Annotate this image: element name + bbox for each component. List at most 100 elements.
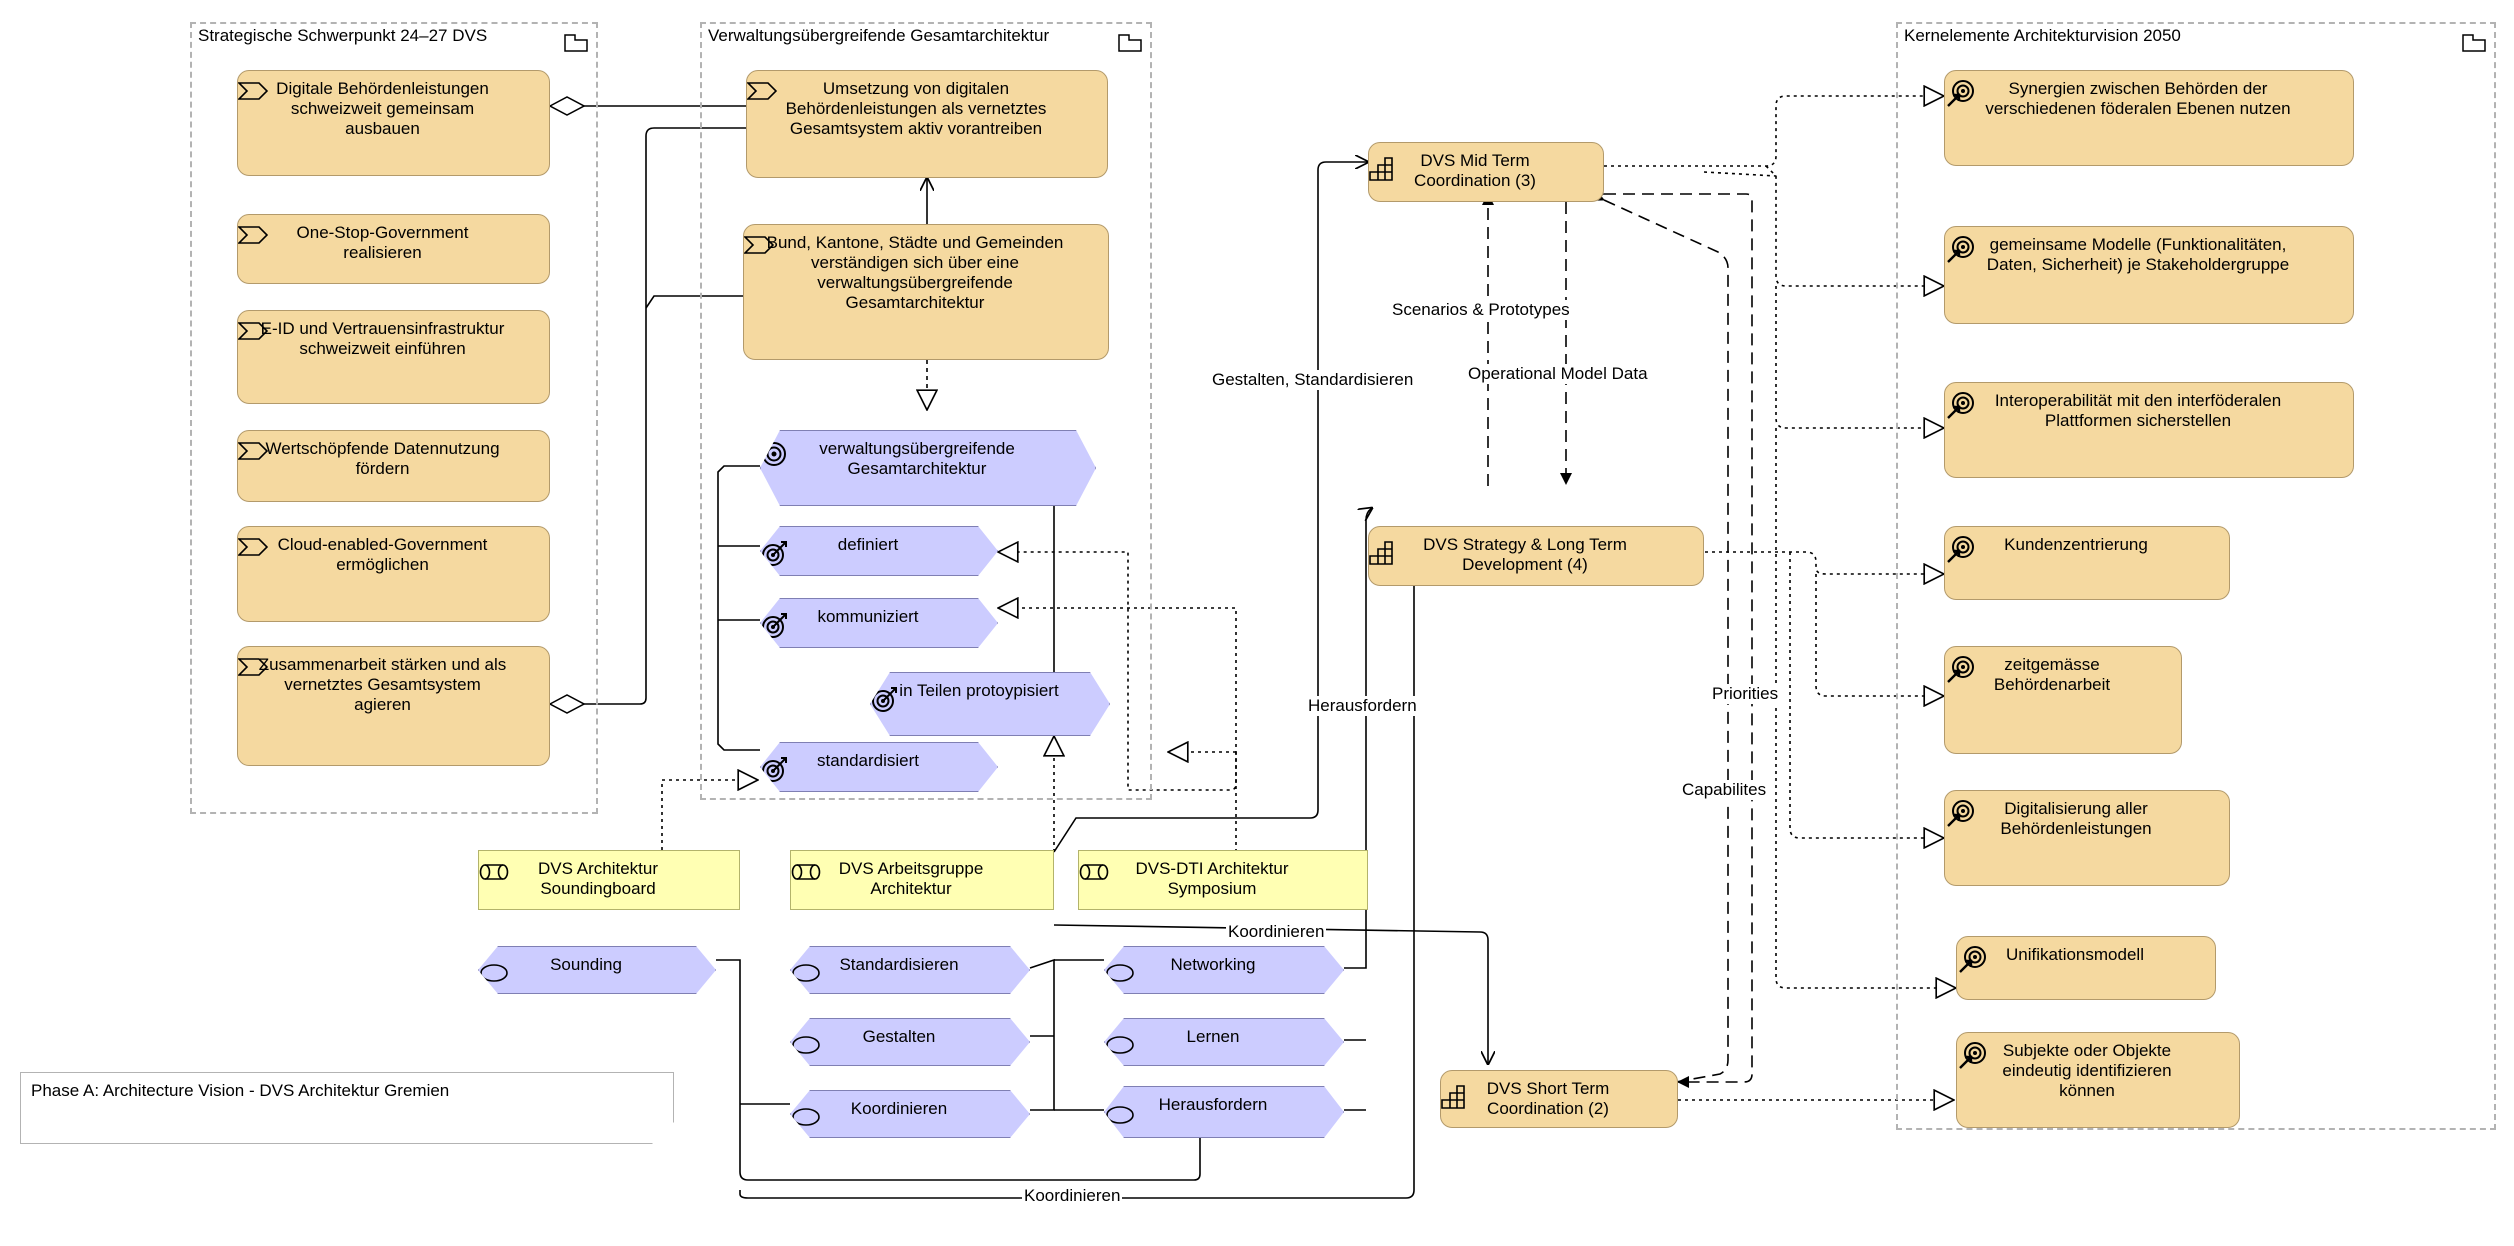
strategy-daten-label: Wertschöpfende Datennutzung fördern xyxy=(265,439,500,478)
strategy-cloud[interactable]: Cloud-enabled-Government ermöglichen xyxy=(237,526,550,622)
strategy-cloud-label: Cloud-enabled-Government ermöglichen xyxy=(277,535,488,574)
outcome-definiert-label: definiert xyxy=(837,535,899,554)
group-strategic: Strategische Schwerpunkt 24–27 DVS xyxy=(190,22,598,814)
kernel-digitalisierung[interactable]: Digitalisierung aller Behördenleistungen xyxy=(1944,790,2230,886)
capability-strategy[interactable]: DVS Strategy & Long Term Development (4) xyxy=(1368,526,1704,586)
edge-ag-links xyxy=(1054,959,1104,1111)
edge-label-capabilities: Capabilites xyxy=(1680,780,1769,800)
oval-icon xyxy=(791,1035,821,1055)
oval-icon xyxy=(479,963,509,983)
role-arbeitsgruppe[interactable]: DVS Arbeitsgruppe Architektur xyxy=(790,850,1054,910)
steps-icon xyxy=(1369,541,1393,565)
chevron-icon xyxy=(747,82,777,100)
service-koordinieren-label: Koordinieren xyxy=(850,1099,948,1118)
capability-short-term[interactable]: DVS Short Term Coordination (2) xyxy=(1440,1070,1678,1128)
kernel-subjekte[interactable]: Subjekte oder Objekte eindeutig identifi… xyxy=(1956,1032,2240,1128)
service-koordinieren[interactable]: Koordinieren xyxy=(790,1090,1030,1138)
kernel-interop-label: Interoperabilität mit den interföderalen… xyxy=(1994,391,2282,430)
kernel-unifikation[interactable]: Unifikationsmodell xyxy=(1956,936,2216,1000)
group-kernel: Kernelemente Architekturvision 2050 xyxy=(1896,22,2496,1130)
oval-icon xyxy=(791,1107,821,1127)
strategy-onestop-label: One-Stop-Government realisieren xyxy=(296,223,469,262)
outcome-icon xyxy=(1959,946,1986,973)
service-gestalten[interactable]: Gestalten xyxy=(790,1018,1030,1066)
kernel-synergien-label: Synergien zwischen Behörden der verschie… xyxy=(1985,79,2291,118)
edge-mid-modelle xyxy=(1765,165,1944,286)
kernel-modelle[interactable]: gemeinsame Modelle (Funktionalitäten, Da… xyxy=(1944,226,2354,324)
phase-note: Phase A: Architecture Vision - DVS Archi… xyxy=(20,1072,674,1144)
outcome-standardisiert[interactable]: standardisiert xyxy=(760,742,998,792)
capability-mid-term[interactable]: DVS Mid Term Coordination (3) xyxy=(1368,142,1604,202)
service-gestalten-label: Gestalten xyxy=(862,1027,936,1046)
edge-ag-services xyxy=(1029,958,1055,1111)
goal-gesamtarchitektur[interactable]: verwaltungsübergreifende Gesamtarchitekt… xyxy=(760,430,1096,506)
outcome-definiert[interactable]: definiert xyxy=(760,526,998,576)
kernel-interop[interactable]: Interoperabilität mit den interföderalen… xyxy=(1944,382,2354,478)
edge-goal-outcomes xyxy=(717,465,760,751)
oval-icon xyxy=(1105,1035,1135,1055)
edge-label-scenarios: Scenarios & Prototypes xyxy=(1390,300,1572,320)
kernel-zeitgemaess[interactable]: zeitgemässe Behördenarbeit xyxy=(1944,646,2182,754)
outcome-protoypisiert[interactable]: in Teilen protoypisiert xyxy=(870,672,1110,736)
strategy-zusammenarbeit[interactable]: Zusammenarbeit stärken und als vernetzte… xyxy=(237,646,550,766)
service-networking-label: Networking xyxy=(1170,955,1256,974)
capability-short-term-label: DVS Short Term Coordination (2) xyxy=(1486,1079,1610,1118)
service-lernen[interactable]: Lernen xyxy=(1104,1018,1344,1066)
edge-capabilities xyxy=(1591,189,1729,1083)
service-networking[interactable]: Networking xyxy=(1104,946,1344,994)
role-soundingboard[interactable]: DVS Architektur Soundingboard xyxy=(478,850,740,910)
edge-label-herausfordern: Herausfordern xyxy=(1306,696,1419,716)
service-herausfordern-label: Herausfordern xyxy=(1158,1095,1268,1114)
edge-zusammenarbeit-umsetzung xyxy=(550,127,746,704)
folder-icon xyxy=(564,34,588,52)
strategy-eid-label: E-ID und Vertrauensinfrastruktur schweiz… xyxy=(260,319,505,358)
outcome-icon xyxy=(1947,236,1974,263)
oval-icon xyxy=(1105,963,1135,983)
edge-mid-interop xyxy=(1775,286,1944,428)
kernel-modelle-label: gemeinsame Modelle (Funktionalitäten, Da… xyxy=(1986,235,2290,274)
edge-priorities xyxy=(1593,188,1753,1088)
service-sounding[interactable]: Sounding xyxy=(478,946,716,994)
service-standardisieren-label: Standardisieren xyxy=(839,955,959,974)
chevron-icon xyxy=(238,658,268,676)
admin-bund-label: Bund, Kantone, Städte und Gemeinden vers… xyxy=(766,233,1064,312)
service-herausfordern[interactable]: Herausfordern xyxy=(1104,1086,1344,1138)
edge-label-gestalten-standardisieren: Gestalten, Standardisieren xyxy=(1210,370,1416,390)
strategy-daten[interactable]: Wertschöpfende Datennutzung fördern xyxy=(237,430,550,502)
kernel-kunden[interactable]: Kundenzentrierung xyxy=(1944,526,2230,600)
strategy-zusammenarbeit-label: Zusammenarbeit stärken und als vernetzte… xyxy=(258,655,507,714)
edge-mid-synergien xyxy=(1604,96,1944,167)
phase-note-text: Phase A: Architecture Vision - DVS Archi… xyxy=(31,1081,450,1100)
kernel-digitalisierung-label: Digitalisierung aller Behördenleistungen xyxy=(2000,799,2152,838)
role-symposium[interactable]: DVS-DTI Architektur Symposium xyxy=(1078,850,1368,910)
service-standardisieren[interactable]: Standardisieren xyxy=(790,946,1030,994)
group-admin: Verwaltungsübergreifende Gesamtarchitekt… xyxy=(700,22,1152,800)
outcome-kommuniziert-label: kommuniziert xyxy=(817,607,919,626)
oval-icon xyxy=(791,963,821,983)
service-sounding-label: Sounding xyxy=(550,955,622,974)
admin-bund[interactable]: Bund, Kantone, Städte und Gemeinden vers… xyxy=(743,224,1109,360)
edge-label-koordinieren-1: Koordinieren xyxy=(1226,922,1327,942)
kernel-synergien[interactable]: Synergien zwischen Behörden der verschie… xyxy=(1944,70,2354,166)
outcome-kommuniziert[interactable]: kommuniziert xyxy=(760,598,998,648)
edge-lernen-herausfordern xyxy=(1344,1039,1366,1111)
outcome-icon xyxy=(1947,80,1974,107)
strategy-onestop[interactable]: One-Stop-Government realisieren xyxy=(237,214,550,284)
outcome-icon xyxy=(1959,1042,1986,1069)
edge-zusammenarbeit-bund xyxy=(645,295,743,309)
outcome-icon xyxy=(1947,656,1974,683)
edge-label-operational: Operational Model Data xyxy=(1466,364,1650,384)
chevron-icon xyxy=(238,226,268,244)
strategy-eid[interactable]: E-ID und Vertrauensinfrastruktur schweiz… xyxy=(237,310,550,404)
kernel-subjekte-label: Subjekte oder Objekte eindeutig identifi… xyxy=(2002,1041,2172,1100)
edge-strategy-kunden xyxy=(1698,551,1944,574)
kernel-zeitgemaess-label: zeitgemässe Behördenarbeit xyxy=(1993,655,2111,694)
edge-label-priorities: Priorities xyxy=(1710,684,1781,704)
group-admin-title: Verwaltungsübergreifende Gesamtarchitekt… xyxy=(708,26,1050,45)
chevron-icon xyxy=(238,322,268,340)
cylinder-icon xyxy=(479,864,509,880)
capability-strategy-label: DVS Strategy & Long Term Development (4) xyxy=(1423,535,1627,574)
strategy-digitale[interactable]: Digitale Behördenleistungen schweizweit … xyxy=(237,70,550,176)
admin-umsetzung[interactable]: Umsetzung von digitalen Behördenleistung… xyxy=(746,70,1108,178)
